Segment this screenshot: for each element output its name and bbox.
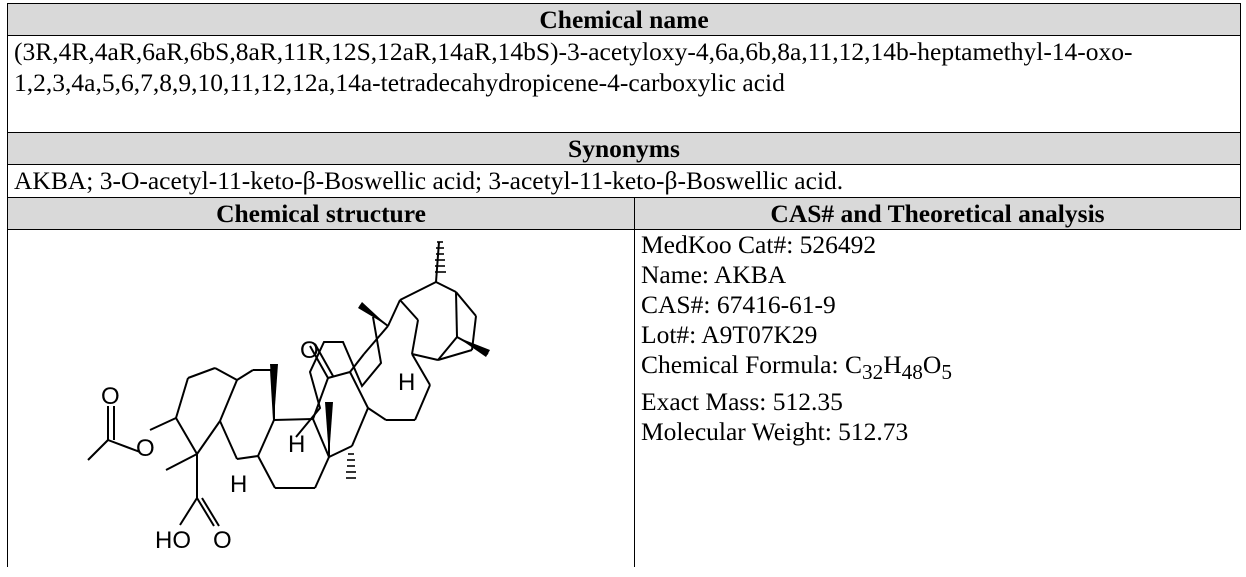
acid-hydroxyl-label: HO <box>155 527 191 554</box>
chemical-structure-cell: O O O O HO H H H <box>7 229 635 567</box>
synonyms-header: Synonyms <box>6 132 1242 165</box>
cas-number-line: CAS#: 67416-61-9 <box>641 290 836 319</box>
formula-o: O <box>922 350 942 379</box>
hydrogen-label-2: H <box>288 431 305 458</box>
chemical-name-header: Chemical name <box>6 3 1242 36</box>
ester-oxygen-label: O <box>136 435 155 462</box>
data-sheet-table: Chemical name (3R,4R,4aR,6aR,6bS,8aR,11R… <box>6 3 1242 567</box>
medkoo-cat-line: MedKoo Cat#: 526492 <box>641 230 877 259</box>
formula-h: H <box>883 350 902 379</box>
chemical-structure-header: Chemical structure <box>7 197 635 230</box>
cas-analysis-header: CAS# and Theoretical analysis <box>633 197 1242 230</box>
hydrogen-label-3: H <box>230 471 247 498</box>
formula-o-count: 5 <box>941 360 952 385</box>
lot-number-line: Lot#: A9T07K29 <box>641 320 818 349</box>
formula-label: Chemical Formula: <box>641 350 845 379</box>
hydrogen-label-1: H <box>398 369 415 396</box>
formula-c: C <box>844 350 862 379</box>
acetyl-oxygen-label: O <box>101 383 120 410</box>
chemical-formula-line: Chemical Formula: C32H48O5 <box>641 350 1235 387</box>
synonyms-value: AKBA; 3-O-acetyl-11-keto-β-Boswellic aci… <box>6 164 1242 198</box>
formula-c-count: 32 <box>861 360 884 385</box>
acid-oxygen-label: O <box>213 527 232 554</box>
chemical-name-value: (3R,4R,4aR,6aR,6bS,8aR,11R,12S,12aR,14aR… <box>6 35 1242 133</box>
chemical-structure-drawing: O O O O HO H H H <box>87 241 490 554</box>
formula-h-count: 48 <box>901 360 923 385</box>
cas-analysis-cell: MedKoo Cat#: 526492 Name: AKBA CAS#: 674… <box>633 229 1241 567</box>
exact-mass-line: Exact Mass: 512.35 <box>641 387 843 417</box>
keto-oxygen-label: O <box>300 337 319 364</box>
molecular-weight-line: Molecular Weight: 512.73 <box>641 417 909 447</box>
compound-name-line: Name: AKBA <box>641 260 787 289</box>
